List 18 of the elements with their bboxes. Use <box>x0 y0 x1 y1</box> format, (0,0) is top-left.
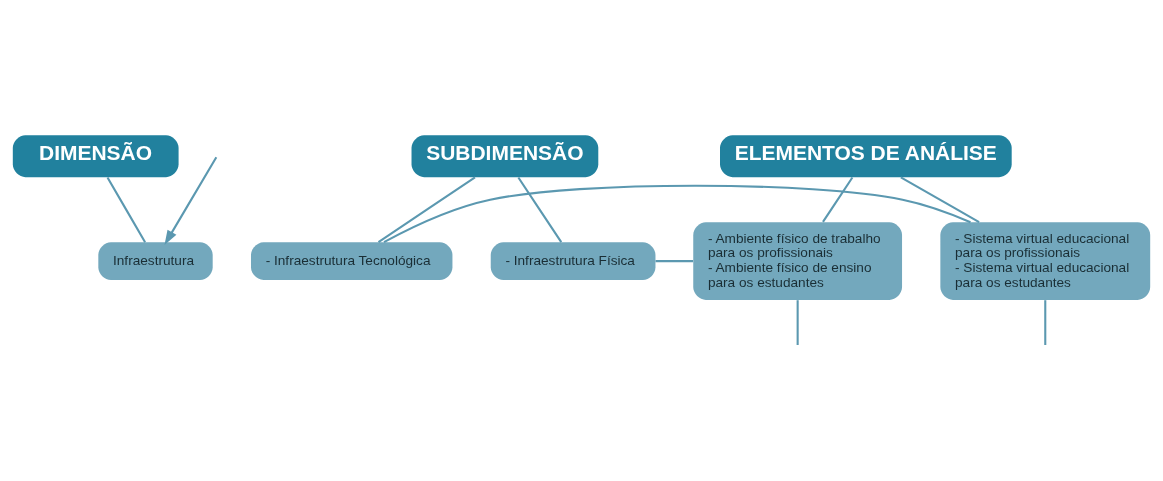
node-box: DIMENSÃO <box>12 135 179 178</box>
connector <box>822 176 854 223</box>
node-box: - Sistema virtual educacional para os profissionais - Sistema virtual educacional para os estudantes <box>940 222 1151 300</box>
connector <box>655 260 694 263</box>
node-box: - Ambiente físico de trabalho para os profissionais - Ambiente físico de ensino para os estudantes <box>693 222 903 300</box>
connector <box>900 176 980 224</box>
node-box: Infraestrutura <box>98 242 213 280</box>
connector <box>106 177 146 243</box>
connector <box>796 300 799 345</box>
node-box: ELEMENTOS DE ANÁLISE <box>720 135 1012 178</box>
arrow <box>164 156 218 245</box>
node-box: - Infraestrutura Física <box>490 242 656 280</box>
node-box: - Infraestrutura Tecnológica <box>251 242 453 280</box>
connector <box>377 176 476 243</box>
connector <box>1044 300 1047 345</box>
connector <box>517 176 563 243</box>
connector <box>383 184 971 244</box>
node-box: SUBDIMENSÃO <box>411 135 599 178</box>
